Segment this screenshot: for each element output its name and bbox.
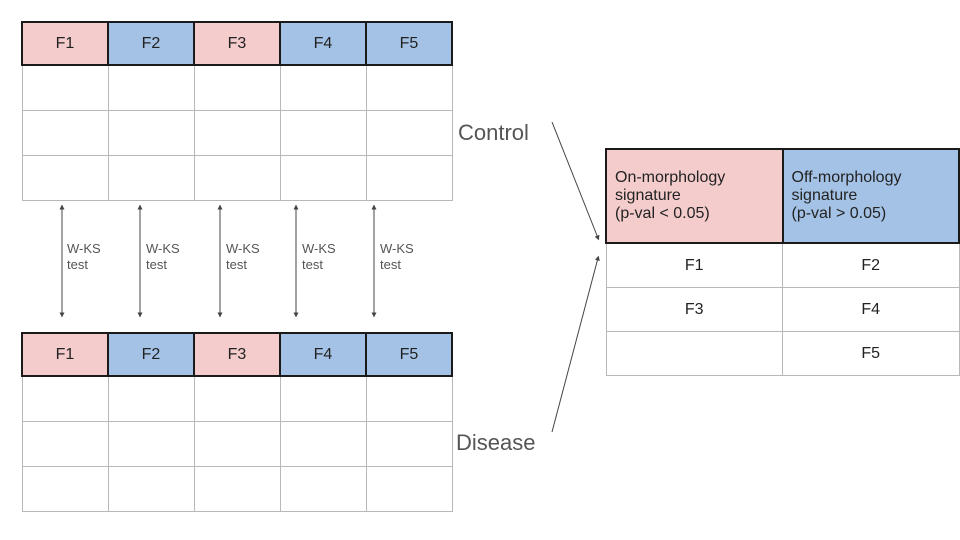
disease-header-row: F1 F2 F3 F4 F5	[21, 332, 453, 377]
empty-cell	[365, 155, 453, 201]
control-to-result-arrow	[551, 121, 600, 241]
empty-cell	[365, 421, 453, 467]
empty-cell	[21, 375, 109, 422]
on-morphology-cell	[605, 331, 783, 376]
disease-label: Disease	[456, 430, 536, 455]
off-morphology-cell: F2	[782, 242, 960, 288]
empty-cell	[279, 375, 367, 422]
empty-cell	[279, 110, 367, 156]
control-header-row: F1 F2 F3 F4 F5	[21, 21, 453, 66]
empty-cell	[365, 466, 453, 512]
control-feature-header: F4	[279, 21, 367, 66]
table-row: F5	[605, 331, 960, 376]
off-morphology-header: Off-morphology signature (p-val > 0.05)	[781, 148, 960, 244]
table-row	[21, 466, 453, 512]
empty-cell	[193, 155, 281, 201]
signature-result-table: On-morphology signature (p-val < 0.05) O…	[605, 148, 960, 376]
empty-cell	[193, 110, 281, 156]
empty-cell	[107, 110, 195, 156]
control-feature-header: F1	[21, 21, 109, 66]
disease-feature-header: F4	[279, 332, 367, 377]
signature-header-row: On-morphology signature (p-val < 0.05) O…	[605, 148, 960, 244]
empty-cell	[107, 466, 195, 512]
control-feature-header: F2	[107, 21, 195, 66]
disease-feature-table: F1 F2 F3 F4 F5	[21, 332, 453, 512]
table-row	[21, 64, 453, 111]
table-row: F1 F2	[605, 242, 960, 288]
empty-cell	[107, 64, 195, 111]
empty-cell	[279, 155, 367, 201]
control-feature-header: F5	[365, 21, 453, 66]
table-row	[21, 375, 453, 422]
disease-feature-header: F2	[107, 332, 195, 377]
control-label: Control	[458, 120, 529, 145]
disease-feature-header: F3	[193, 332, 281, 377]
disease-to-result-arrow	[551, 255, 600, 433]
table-row	[21, 110, 453, 156]
table-row: F3 F4	[605, 287, 960, 332]
empty-cell	[193, 64, 281, 111]
table-row	[21, 155, 453, 201]
empty-cell	[107, 155, 195, 201]
disease-feature-header: F5	[365, 332, 453, 377]
on-morphology-cell: F1	[605, 242, 783, 288]
empty-cell	[193, 466, 281, 512]
control-feature-header: F3	[193, 21, 281, 66]
empty-cell	[21, 110, 109, 156]
off-morphology-cell: F5	[782, 331, 960, 376]
disease-feature-header: F1	[21, 332, 109, 377]
on-morphology-header: On-morphology signature (p-val < 0.05)	[605, 148, 784, 244]
control-feature-table: F1 F2 F3 F4 F5	[21, 21, 453, 201]
empty-cell	[279, 466, 367, 512]
empty-cell	[365, 110, 453, 156]
empty-cell	[279, 64, 367, 111]
off-morphology-cell: F4	[782, 287, 960, 332]
